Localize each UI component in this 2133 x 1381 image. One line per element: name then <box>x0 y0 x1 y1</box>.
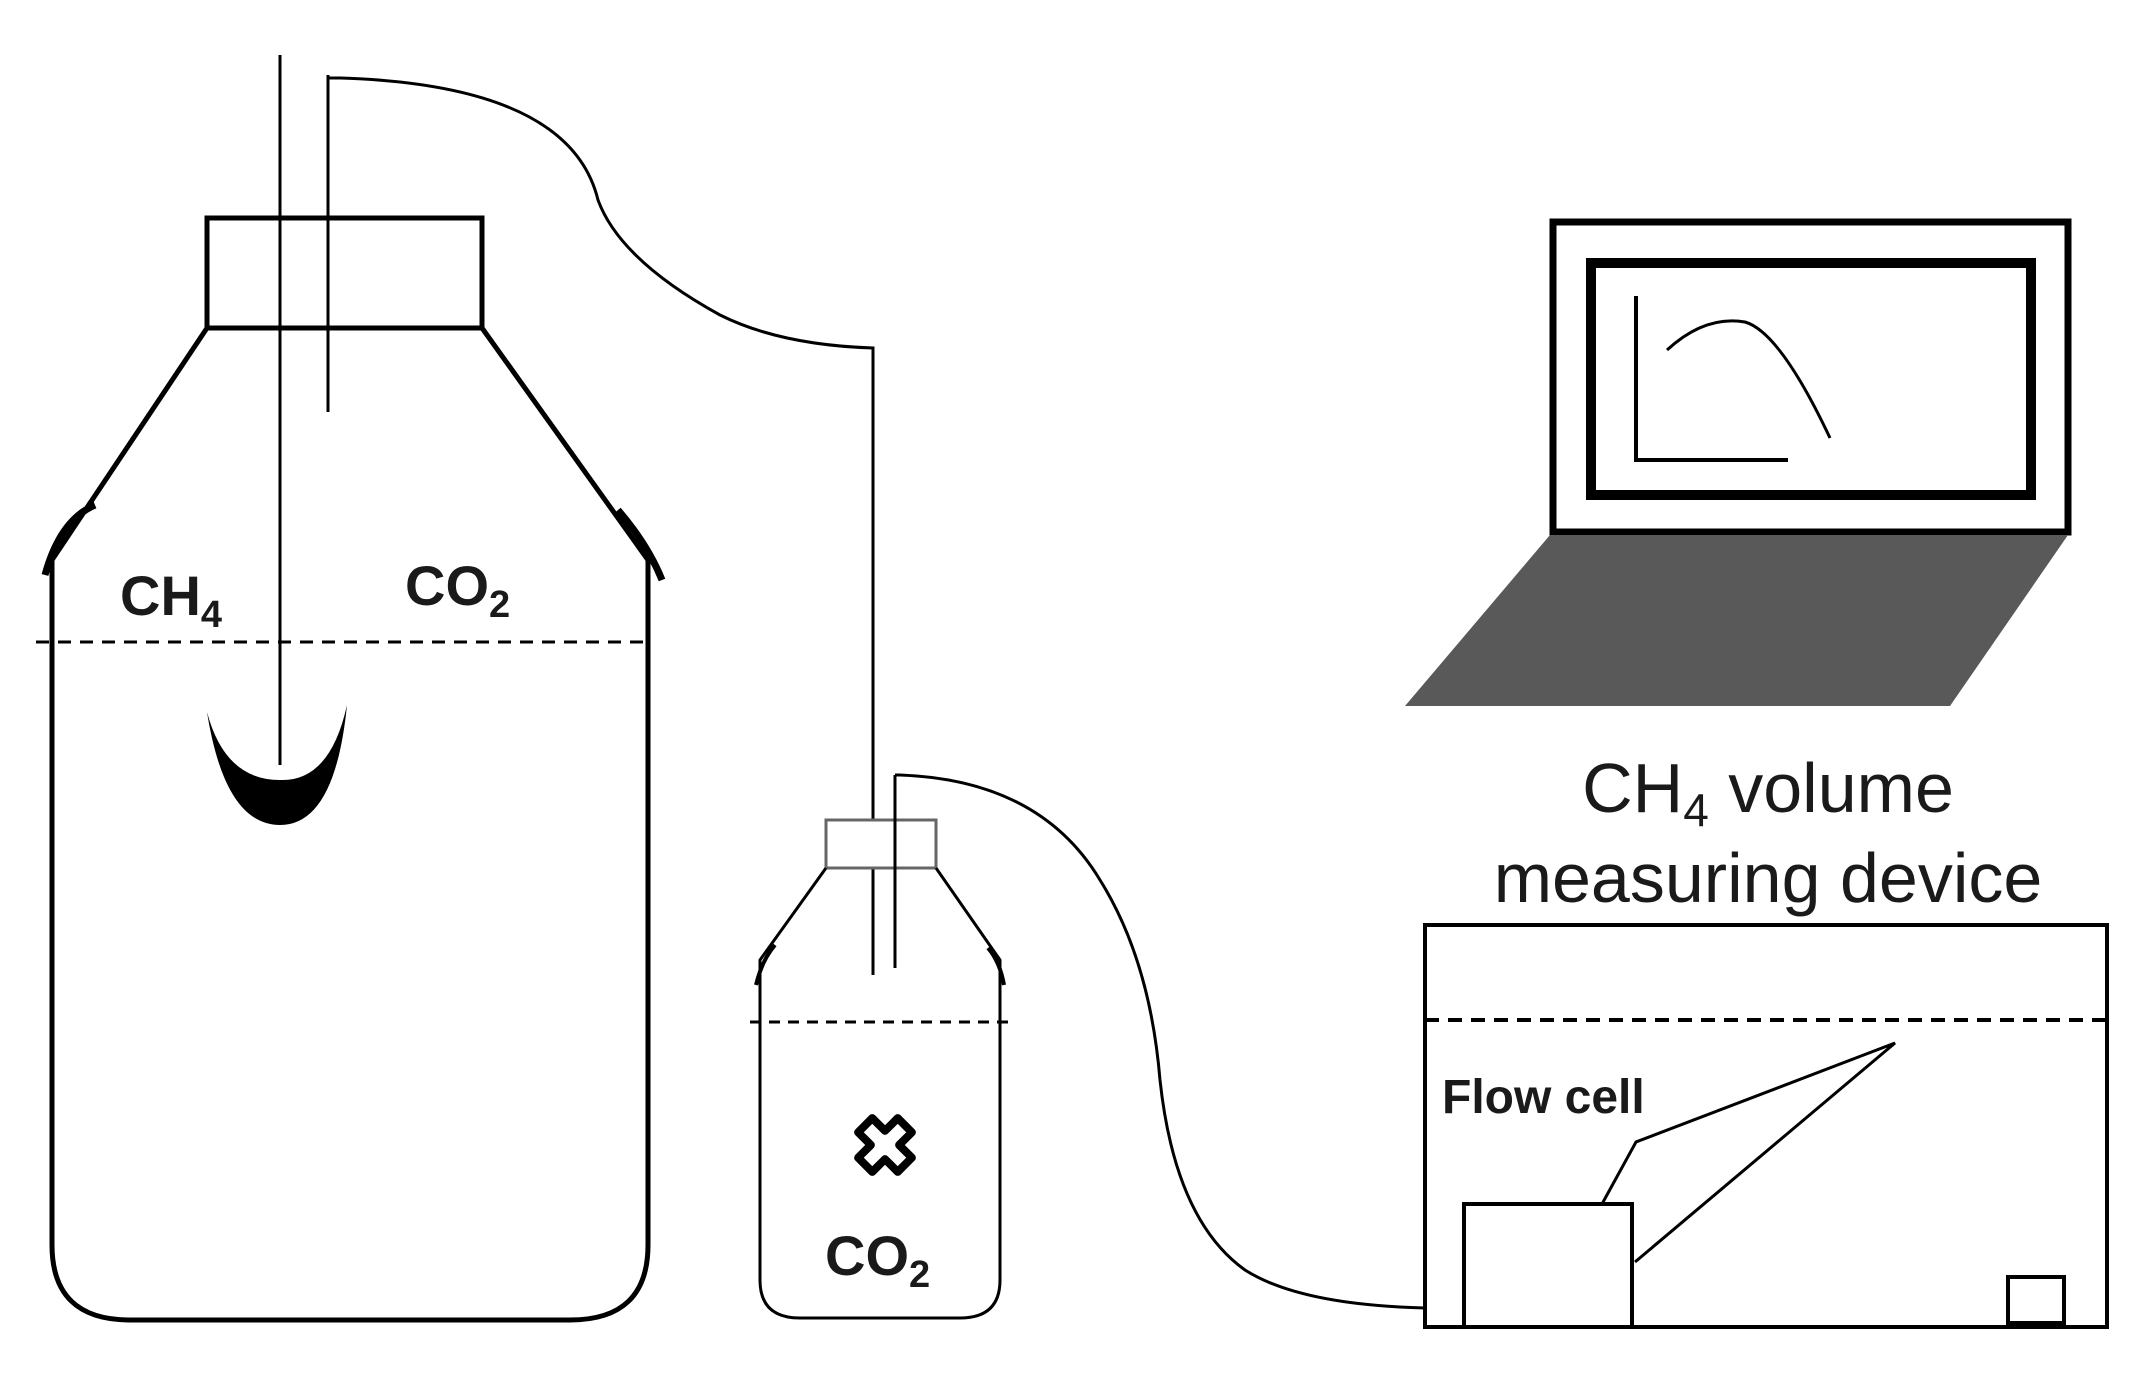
laptop-screen-graph-axes <box>1634 296 1788 462</box>
trap-body <box>758 867 1002 1320</box>
reactor-shoulder-right-accent <box>615 507 666 582</box>
reactor-gas-label-ch4: CH4 <box>120 564 222 636</box>
stirrer-blade-icon <box>207 705 347 825</box>
trap-shoulder-right-accent <box>986 946 1006 986</box>
trap-gas-label-co2: CO2 <box>825 1224 930 1296</box>
flow-cell <box>1462 1202 1634 1329</box>
device-title-line2: measuring device <box>1494 839 2043 917</box>
cross-icon <box>854 1114 916 1176</box>
measuring-device: Flow cell <box>1423 923 2109 1329</box>
laptop-base <box>1405 535 2068 706</box>
reactor-cap <box>204 215 485 331</box>
laptop-screen-display <box>1586 258 2036 500</box>
reactor-body <box>49 326 651 1323</box>
device-indicator-box <box>2006 1275 2066 1325</box>
laptop-screen-graph-curve <box>1665 319 1832 439</box>
laptop-icon <box>1405 218 2072 706</box>
flow-cell-callout <box>1600 1041 1896 1264</box>
flow-cell-label: Flow cell <box>1442 1071 1645 1124</box>
reactor-bottle: CH4 CO2 <box>36 55 666 1323</box>
tube-reactor-to-trap <box>328 76 875 975</box>
reactor-shoulder-left-accent <box>41 501 97 576</box>
device-title-line1: CH4 volume <box>1582 749 1954 836</box>
trap-shoulder-left-accent <box>754 943 777 986</box>
reactor-gas-label-co2: CO2 <box>405 554 510 626</box>
tube-trap-to-device <box>895 773 1426 1310</box>
co2-trap-bottle: CO2 <box>750 775 1008 1320</box>
trap-cap <box>824 818 938 870</box>
